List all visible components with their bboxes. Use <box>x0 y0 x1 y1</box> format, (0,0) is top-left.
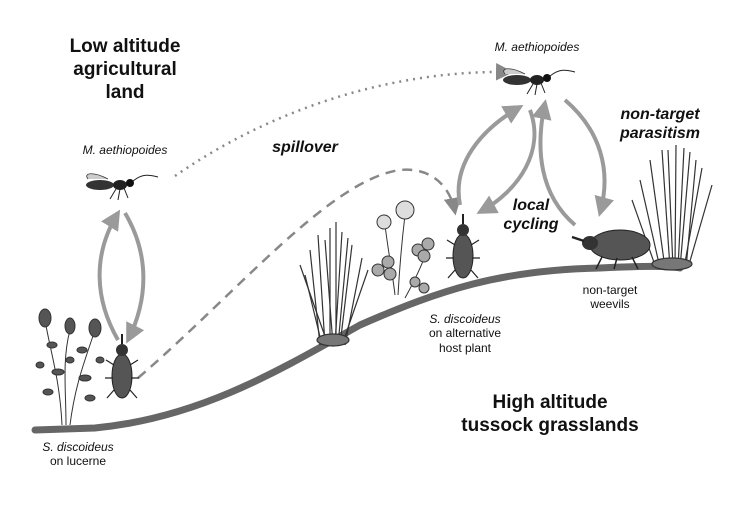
region-low-line3: land <box>105 81 145 103</box>
arrow-spillover <box>137 168 462 379</box>
region-high-line2: tussock grasslands <box>461 414 639 436</box>
label-non-target-weevils: non-target weevils <box>560 283 660 312</box>
arrow-dotted-dispersal <box>174 63 514 178</box>
label-ntp-line2: parasitism <box>619 125 701 143</box>
wasp-icon <box>86 173 159 201</box>
arrow-to-nontarget <box>563 98 614 217</box>
lucerne-plant-icon <box>35 308 105 426</box>
label-parasitoid-left: M. aethiopoides <box>82 143 168 157</box>
wasp-icon-right <box>503 68 576 96</box>
label-host-alt-line3: host plant <box>438 340 492 355</box>
label-host-alternative: S. discoideus on alternative host plant <box>410 312 520 355</box>
label-non-target-parasitism: non-target parasitism <box>600 105 720 143</box>
arrow-host-to-parasitoid-left <box>97 209 121 341</box>
arrow-local-cycling-up <box>456 105 524 206</box>
label-host-lucerne-rest: on lucerne <box>49 454 107 469</box>
arrow-local-cycling-down <box>476 109 537 214</box>
label-local-cycling: local cycling <box>496 196 566 234</box>
arrow-parasitoid-to-host-left <box>123 211 146 344</box>
region-low-line2: agricultural <box>73 58 177 80</box>
region-low-altitude: Low altitude agricultural land <box>40 36 210 104</box>
broad-weevil-icon <box>571 229 651 270</box>
label-ntp-line1: non-target <box>620 106 700 123</box>
label-host-alt-line2: on alternative <box>428 326 502 341</box>
label-ntw-line1: non-target <box>582 283 638 297</box>
label-spillover: spillover <box>272 139 338 156</box>
tussock-grass-icon <box>299 222 369 347</box>
label-host-alt-species: S. discoideus <box>429 312 501 326</box>
label-local-cycling-line2: cycling <box>503 216 559 234</box>
tussock-grass-icon-right <box>631 144 713 271</box>
label-host-lucerne: S. discoideus on lucerne <box>18 440 138 469</box>
weevil-icon-alternative <box>446 214 480 279</box>
region-high-line1: High altitude <box>492 392 608 413</box>
region-high-altitude: High altitude tussock grasslands <box>430 392 670 438</box>
label-parasitoid-right: M. aethiopoides <box>494 40 580 54</box>
arrow-from-nontarget <box>531 99 577 227</box>
clover-plant-icon <box>371 200 435 299</box>
label-ntw-line2: weevils <box>590 297 630 312</box>
label-host-lucerne-species: S. discoideus <box>42 440 114 454</box>
ground-hill <box>31 263 684 434</box>
label-local-cycling-line1: local <box>512 197 550 214</box>
region-low-line1: Low altitude <box>69 36 181 57</box>
weevil-icon <box>105 334 139 399</box>
